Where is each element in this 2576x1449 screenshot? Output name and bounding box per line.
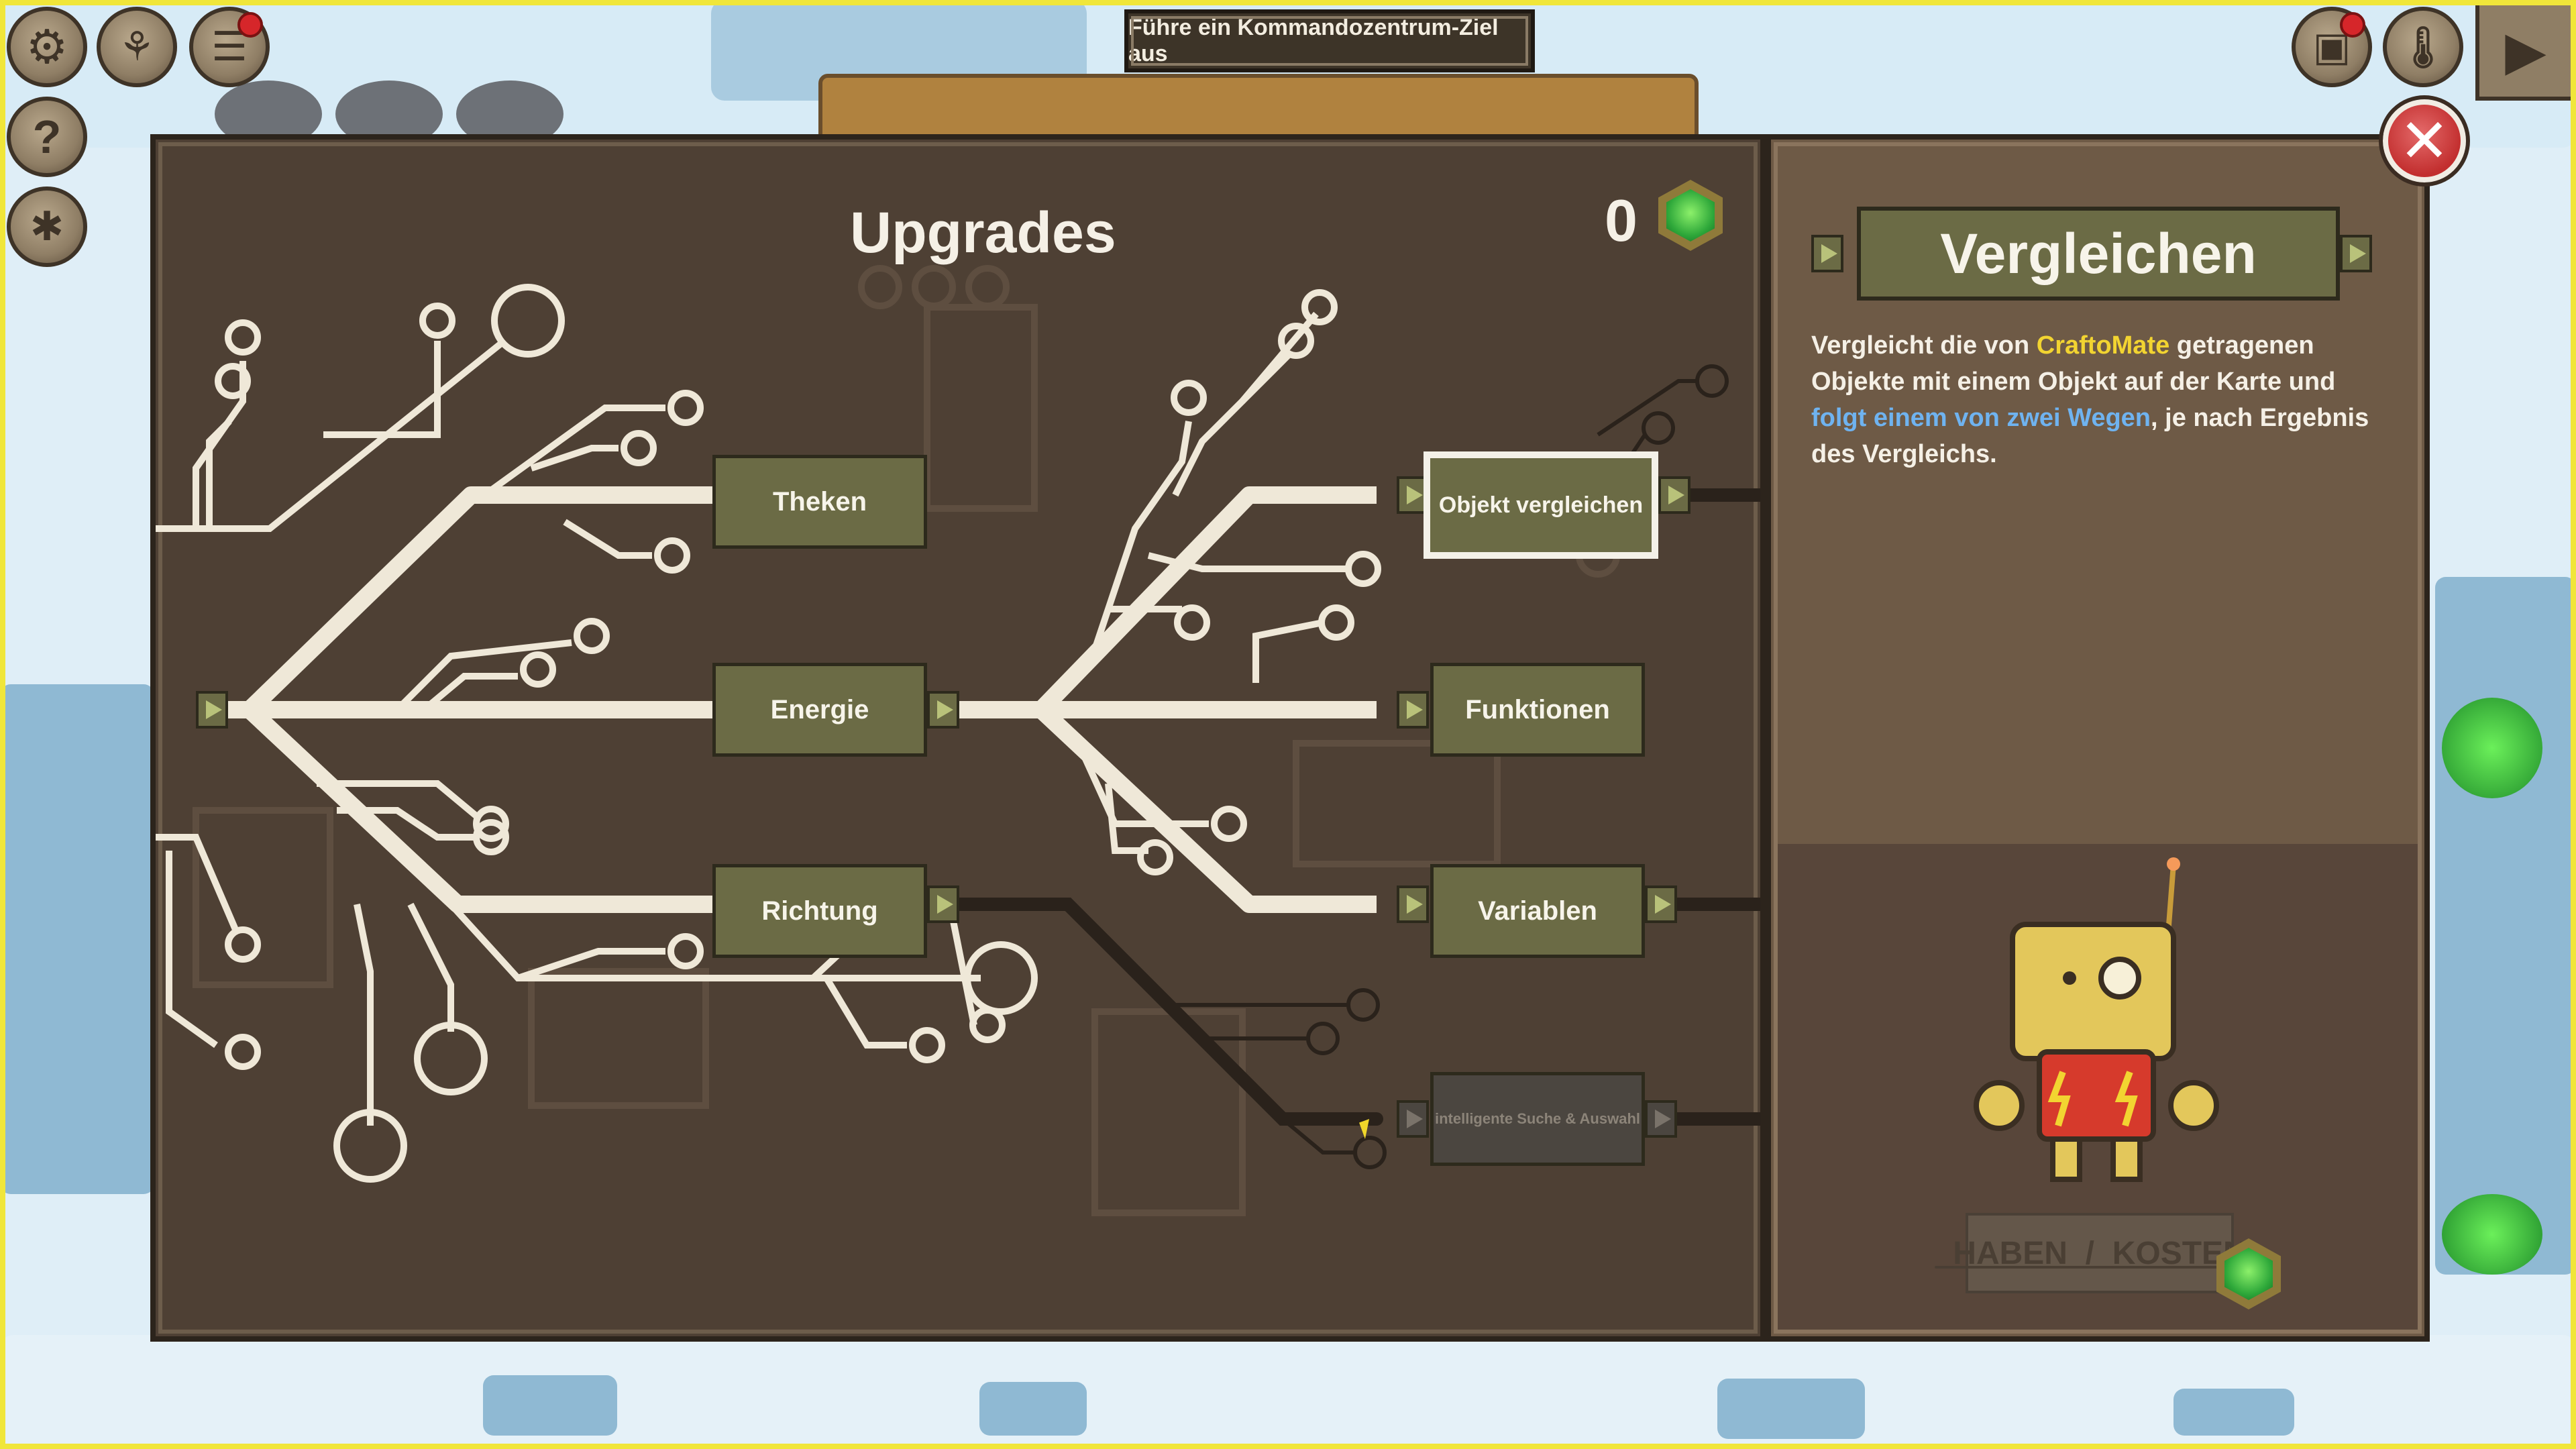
tree-title: Upgrades [850,201,1116,265]
circuit-lines [156,265,1760,1216]
node-out-arrow [927,691,959,729]
upgrade-points: 0 [1605,187,1638,254]
node-label: Variablen [1478,896,1597,926]
node-out-arrow [1658,476,1690,514]
detail-title: Vergleichen [1857,207,2340,301]
detail-description: Vergleicht die von CraftoMate getragenen… [1811,327,2388,472]
help-button[interactable]: ? [7,97,87,177]
notes-button[interactable]: ☰ [189,7,270,87]
node-label: Objekt vergleichen [1438,492,1644,518]
node-in-arrow [1397,1100,1429,1138]
upgrade-node-variablen[interactable]: Variablen [1430,864,1645,958]
temperature-button[interactable]: 🌡 [2383,7,2463,87]
node-label: Richtung [761,896,878,926]
robot-illustration [1974,857,2219,1182]
close-icon: ✕ [2399,107,2450,175]
cost-text: _HABEN_/_KOSTEN_ [1935,1235,2265,1271]
upgrade-node-objekt-vergleichen[interactable]: Objekt vergleichen [1424,451,1658,559]
node-label: Energie [770,694,869,724]
tree-entry-arrow [196,691,228,729]
tech-tree-icon: ⚘ [119,24,155,69]
upgrade-node-theken[interactable]: Theken [712,455,927,549]
node-label: Funktionen [1465,694,1610,724]
detail-title-text: Vergleichen [1940,221,2257,285]
thermometer-icon: 🌡 [2397,24,2449,70]
robot-button[interactable]: ▣ [2292,7,2372,87]
desc-text: getragenen Objekte mit einem Objekt auf … [1811,331,2336,396]
objective-banner[interactable]: Führe ein Kommandozentrum-Ziel aus [1124,9,1535,72]
upgrade-node-energie[interactable]: Energie [712,663,927,757]
close-button[interactable]: ✕ [2379,95,2470,186]
desc-text: , je nach Ergebnis des Vergleichs. [1811,404,2369,468]
upgrade-tree-panel: Upgrades 0 Theken Energie Richtung Objek… [150,134,1766,1342]
notification-badge [237,12,263,38]
node-out-arrow [927,885,959,923]
upgrade-node-intelligente-suche[interactable]: intelligente Suche & Auswahl [1430,1072,1645,1166]
upgrade-node-funktionen[interactable]: Funktionen [1430,663,1645,757]
desc-highlight: folgt einem von zwei Wegen [1811,404,2151,432]
desc-brand: CraftoMate [2036,331,2170,360]
tech-tree-button[interactable]: ⚘ [97,7,177,87]
desc-text: Vergleicht die von [1811,331,2037,360]
gear-icon: ⚙ [25,21,68,73]
bug-report-button[interactable]: ✱ [7,186,87,267]
notification-badge [2340,12,2365,38]
node-in-arrow [1397,885,1429,923]
green-crystal [2442,698,2542,798]
node-label: intelligente Suche & Auswahl [1434,1110,1640,1127]
upgrade-node-richtung[interactable]: Richtung [712,864,927,958]
play-button[interactable]: ▶ [2475,0,2576,101]
green-crystal [2442,1194,2542,1275]
play-icon: ▶ [2505,20,2546,80]
node-label: Theken [772,486,867,517]
title-right-arrow [2340,235,2372,272]
node-out-arrow [1645,1100,1677,1138]
objective-text: Führe ein Kommandozentrum-Ziel aus [1128,15,1499,66]
cost-label: _HABEN_/_KOSTEN_ [1935,1213,2264,1293]
question-icon: ? [32,111,62,163]
bug-icon: ✱ [30,204,64,249]
settings-button[interactable]: ⚙ [7,7,87,87]
node-out-arrow [1645,885,1677,923]
node-in-arrow [1397,691,1429,729]
upgrade-detail-panel: Vergleichen Vergleicht die von CraftoMat… [1766,134,2430,1342]
title-left-arrow [1811,235,1843,272]
